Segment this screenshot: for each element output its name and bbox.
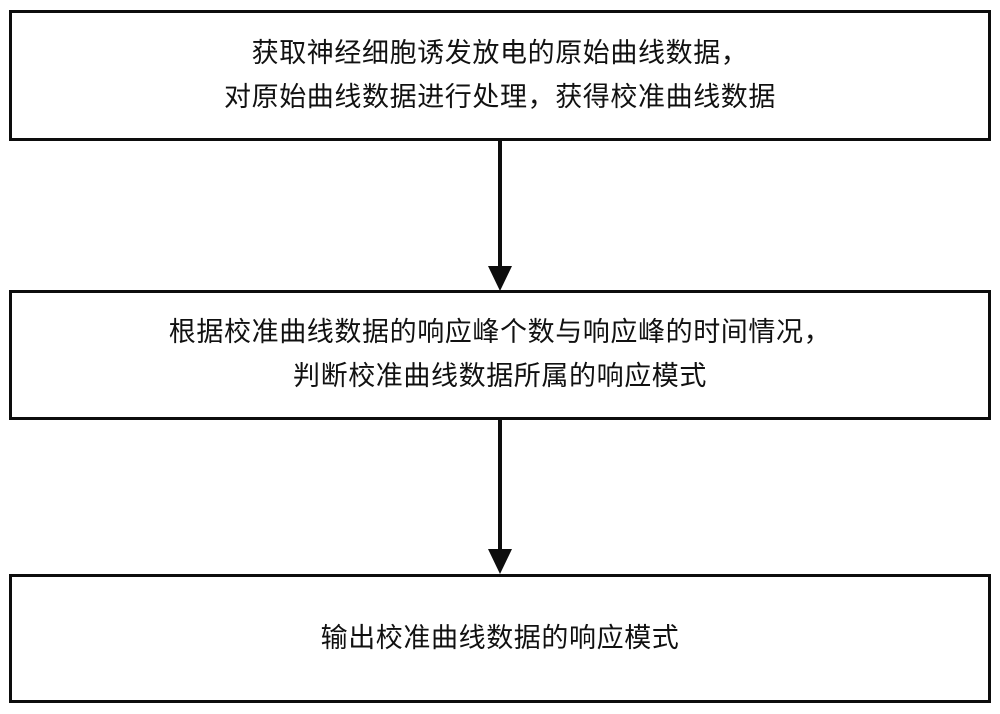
arrowhead-down-icon <box>488 266 512 291</box>
flow-node-step-1-line-1: 获取神经细胞诱发放电的原始曲线数据， <box>251 37 749 69</box>
flow-edge-step-2-to-step-3 <box>0 419 1000 577</box>
flow-edge-step-1-to-step-2 <box>0 140 1000 292</box>
flow-node-step-3-line-1: 输出校准曲线数据的响应模式 <box>320 622 680 654</box>
flow-node-step-2-line-1: 根据校准曲线数据的响应峰个数与响应峰的时间情况， <box>168 317 832 349</box>
flow-node-step-2: 根据校准曲线数据的响应峰个数与响应峰的时间情况， 判断校准曲线数据所属的响应模式 <box>9 290 991 420</box>
edge-line <box>498 140 502 270</box>
flow-node-step-3: 输出校准曲线数据的响应模式 <box>9 574 991 703</box>
edge-line <box>498 419 502 553</box>
arrowhead-down-icon <box>488 549 512 574</box>
flow-node-step-1: 获取神经细胞诱发放电的原始曲线数据， 对原始曲线数据进行处理，获得校准曲线数据 <box>9 10 991 141</box>
flow-node-step-2-line-2: 判断校准曲线数据所属的响应模式 <box>293 361 707 392</box>
flow-node-step-1-line-2: 对原始曲线数据进行处理，获得校准曲线数据 <box>224 81 776 113</box>
